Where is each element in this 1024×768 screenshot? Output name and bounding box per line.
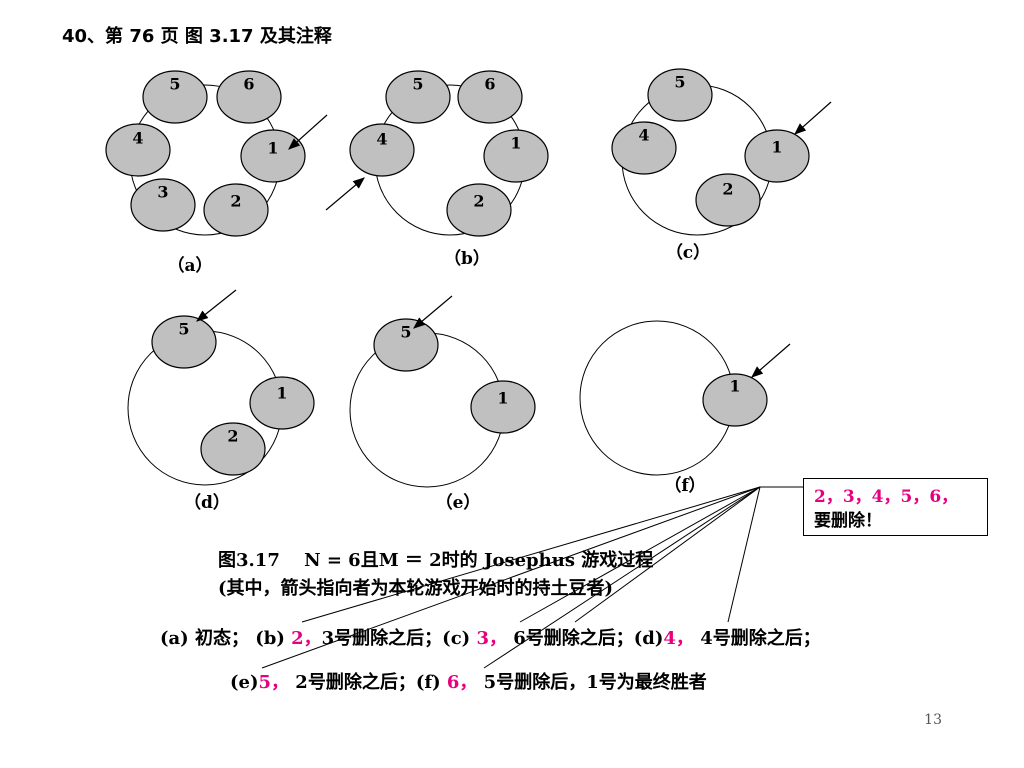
highlight-number: 6，	[446, 672, 478, 693]
panel-f: 1 （f）	[579, 320, 791, 496]
panel-a: 5 6 1 2 3 4 （a）	[105, 70, 328, 276]
node-label: 6	[243, 75, 254, 94]
node: 6	[216, 70, 282, 124]
node: 1	[470, 380, 536, 434]
caption-text: 5号删除后，1号为最终胜者	[477, 672, 707, 693]
callout-numbers: 2，3，4，5，6，	[814, 487, 959, 507]
node: 1	[702, 373, 768, 427]
node-label: 1	[510, 134, 521, 153]
node-label: 6	[484, 75, 495, 94]
arrow	[325, 177, 365, 211]
node-label: 5	[412, 75, 423, 94]
caption-text: 2号删除之后；(f)	[289, 672, 447, 693]
panel-c: 5 1 2 4 （c）	[611, 68, 832, 263]
caption-text: (a) 初态； (b)	[160, 628, 292, 649]
node: 2	[203, 183, 269, 237]
highlight-number: 4，	[663, 628, 694, 649]
panel-label: （b）	[444, 248, 490, 269]
node: 3	[130, 178, 196, 232]
figure-subtitle: (其中，箭头指向者为本轮游戏开始时的持土豆者)	[218, 578, 614, 599]
node: 5	[373, 318, 439, 372]
slide-heading: 40、第 76 页 图 3.17 及其注释	[62, 26, 332, 47]
panel-label: （d）	[184, 492, 230, 513]
panel-label: （f）	[664, 475, 705, 496]
node: 5	[142, 70, 208, 124]
node-label: 1	[276, 384, 287, 403]
panel-label: （c）	[666, 242, 710, 263]
panel-d: 5 1 2 （d）	[127, 289, 315, 513]
highlight-number: 2，	[291, 628, 322, 649]
highlight-number: 5，	[258, 672, 290, 693]
node: 4	[611, 121, 677, 175]
node-label: 5	[400, 323, 411, 342]
callout-leaders	[261, 486, 803, 669]
caption-text: (e)	[230, 672, 259, 693]
caption-line-1: (a) 初态； (b) 2，3号删除之后；(c) 3， 6号删除之后；(d)4，…	[160, 624, 821, 650]
node: 1	[744, 129, 810, 183]
node-label: 4	[132, 129, 143, 148]
highlight-number: 3，	[476, 628, 507, 649]
figure-title: 图3.17 N = 6且M ＝ 2时的 Josephus 游戏过程	[218, 550, 654, 571]
node: 1	[249, 376, 315, 430]
deletion-callout: 2，3，4，5，6， 要删除！	[803, 478, 988, 536]
node-label: 5	[169, 75, 180, 94]
node: 1	[483, 129, 549, 183]
caption-text: 3号删除之后；(c)	[321, 628, 477, 649]
node-label: 2	[230, 192, 241, 211]
node: 1	[240, 129, 306, 183]
node-label: 4	[376, 130, 387, 149]
arrow	[794, 101, 832, 135]
node: 2	[695, 173, 761, 227]
node-label: 2	[473, 192, 484, 211]
node-label: 5	[674, 73, 685, 92]
caption-text: 4号删除之后；	[693, 628, 821, 649]
node: 2	[446, 183, 512, 237]
panel-label: （e）	[436, 492, 481, 513]
node-label: 3	[157, 183, 168, 202]
node-label: 2	[722, 180, 733, 199]
node: 4	[349, 123, 415, 177]
node: 6	[457, 70, 523, 124]
panel-e: 5 1 （e）	[349, 295, 536, 513]
panel-label: （a）	[167, 255, 212, 276]
node-label: 1	[771, 138, 782, 157]
node: 5	[385, 70, 451, 124]
node: 4	[105, 123, 171, 177]
caption-line-2: (e)5， 2号删除之后；(f) 6， 5号删除后，1号为最终胜者	[230, 668, 707, 694]
node-label: 1	[267, 139, 278, 158]
node-label: 1	[729, 377, 740, 396]
node-label: 5	[178, 320, 189, 339]
node-label: 1	[497, 389, 508, 408]
panel-b: 5 6 1 2 4 （b）	[325, 70, 549, 269]
node-label: 2	[227, 427, 238, 446]
page-number: 13	[924, 712, 942, 728]
node: 5	[151, 315, 217, 369]
arrow	[288, 114, 328, 150]
arrow	[196, 289, 237, 322]
node: 2	[200, 422, 266, 476]
arrow	[751, 343, 791, 378]
node-label: 4	[638, 126, 649, 145]
arrow	[413, 295, 453, 329]
caption-text: 6号删除之后；(d)	[506, 628, 664, 649]
callout-text: 要删除！	[814, 511, 882, 531]
node: 5	[647, 68, 713, 122]
